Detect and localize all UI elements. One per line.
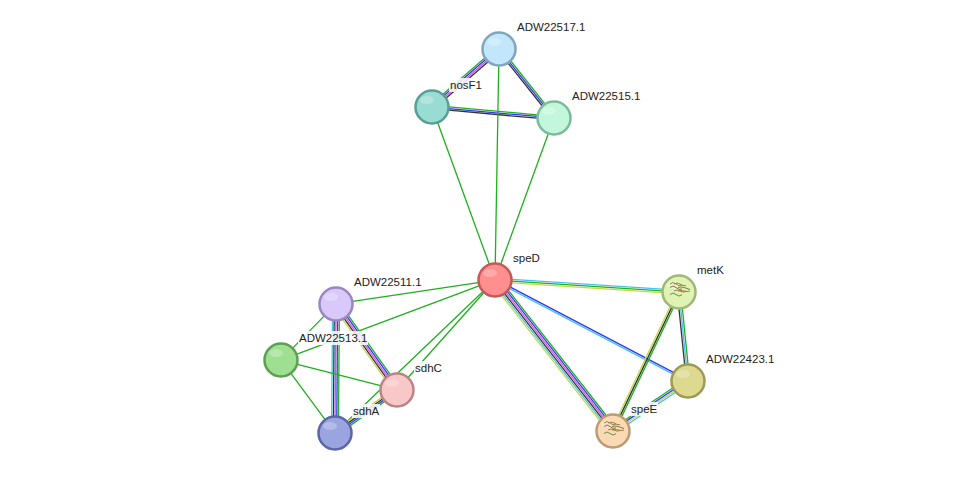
node-circle — [481, 31, 517, 67]
interaction-edge — [679, 309, 688, 365]
evidence-line — [348, 398, 382, 422]
node-circle — [263, 342, 299, 378]
interaction-edge — [348, 398, 385, 426]
protein-node: metK — [661, 274, 697, 310]
evidence-line — [628, 391, 675, 422]
evidence-line — [511, 61, 545, 103]
node-circle — [414, 89, 450, 125]
evidence-line — [349, 316, 390, 374]
interaction-edge — [347, 292, 482, 422]
evidence-line — [291, 374, 325, 420]
evidence-line — [505, 294, 602, 418]
protein-node: nosF1 — [414, 89, 450, 125]
evidence-line — [297, 364, 380, 385]
structure-picture — [604, 422, 624, 436]
protein-node: ADW22515.1 — [536, 100, 572, 136]
node-circle — [477, 262, 513, 298]
evidence-line — [449, 109, 537, 117]
evidence-line — [343, 320, 384, 378]
node-circle — [670, 363, 706, 399]
interaction-edge — [297, 364, 380, 385]
evidence-line — [512, 281, 662, 291]
interaction-edge — [449, 107, 537, 118]
evidence-line — [438, 123, 489, 264]
protein-node: sdhC — [379, 372, 415, 408]
evidence-line — [349, 400, 383, 424]
interaction-edge — [343, 316, 390, 378]
node-label: ADW22515.1 — [571, 89, 641, 103]
node-label: ADW22423.1 — [705, 352, 775, 366]
evidence-line — [501, 134, 548, 264]
node-label: sdhC — [414, 361, 443, 375]
protein-node: ADW22423.1 — [670, 363, 706, 399]
protein-node: speD — [477, 262, 513, 298]
evidence-line — [344, 319, 385, 377]
evidence-line — [626, 388, 673, 419]
evidence-line — [629, 393, 676, 424]
node-label: speD — [512, 251, 541, 265]
evidence-line — [510, 62, 544, 104]
interaction-edge — [291, 374, 325, 420]
evidence-line — [297, 286, 479, 354]
evidence-line — [445, 61, 486, 97]
interaction-edge — [512, 279, 662, 292]
interaction-edge — [508, 61, 544, 106]
evidence-line — [346, 318, 387, 376]
evidence-line — [503, 295, 600, 419]
interaction-edge — [495, 66, 498, 263]
evidence-line — [444, 59, 485, 95]
interaction-edge — [297, 286, 479, 354]
node-label: nosF1 — [449, 78, 483, 92]
node-label: metK — [696, 263, 725, 277]
evidence-line — [449, 110, 537, 118]
protein-node: ADW22513.1 — [263, 342, 299, 378]
protein-node: ADW22517.1 — [481, 31, 517, 67]
node-circle — [318, 286, 354, 322]
evidence-line — [509, 291, 606, 415]
evidence-line — [348, 399, 382, 423]
structure-picture — [670, 283, 690, 297]
evidence-line — [512, 283, 662, 293]
evidence-line — [502, 296, 599, 420]
protein-node: ADW22511.1 — [318, 286, 354, 322]
evidence-line — [347, 292, 482, 422]
node-circle — [317, 415, 353, 451]
protein-node: speE — [595, 413, 631, 449]
node-label: ADW22513.1 — [298, 331, 368, 345]
node-circle — [379, 372, 415, 408]
evidence-line — [679, 309, 685, 364]
node-label: speE — [630, 402, 658, 416]
interaction-edge — [443, 58, 488, 98]
interaction-edge — [438, 123, 489, 264]
evidence-line — [443, 58, 484, 94]
evidence-line — [508, 63, 542, 105]
evidence-line — [347, 317, 388, 375]
node-label: ADW22517.1 — [516, 20, 586, 34]
evidence-line — [627, 390, 674, 421]
node-circle — [661, 274, 697, 310]
evidence-line — [495, 66, 498, 263]
node-circle — [536, 100, 572, 136]
interaction-edge — [501, 134, 548, 264]
evidence-line — [350, 402, 384, 426]
evidence-line — [447, 62, 488, 98]
evidence-line — [622, 308, 673, 416]
interaction-edge — [408, 293, 483, 378]
protein-node: sdhA — [317, 415, 353, 451]
evidence-line — [408, 293, 483, 378]
node-label: sdhA — [352, 404, 380, 418]
node-circle — [595, 413, 631, 449]
interaction-edge — [626, 388, 676, 423]
node-label: ADW22511.1 — [353, 275, 423, 289]
